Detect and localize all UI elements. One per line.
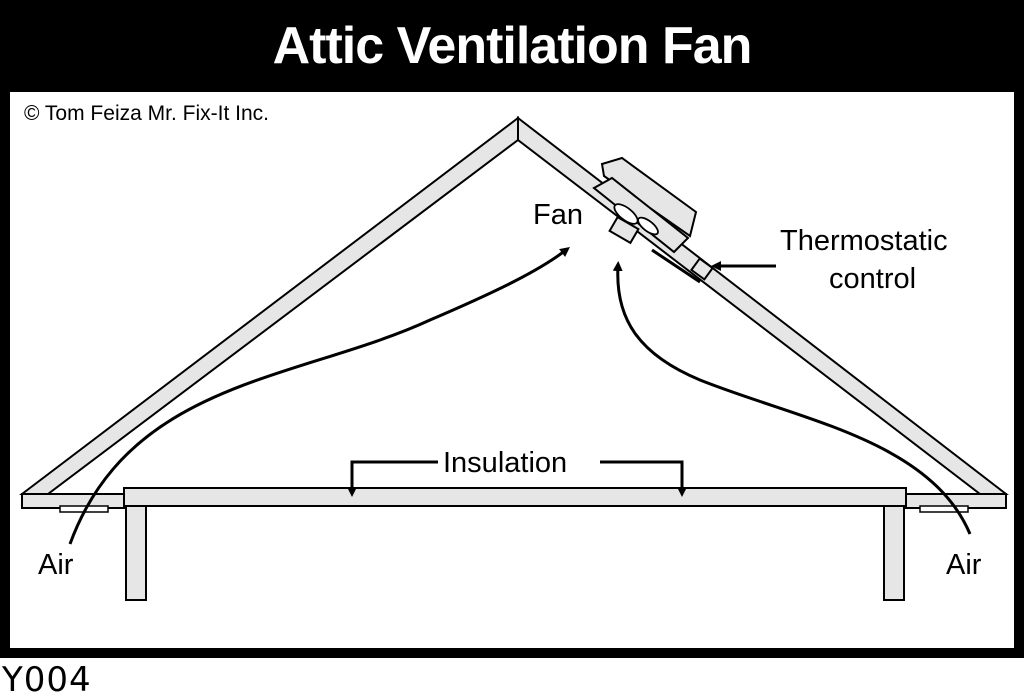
ceiling-insulation-layer	[123, 487, 907, 507]
air-label-right: Air	[946, 549, 982, 581]
wall-left	[125, 505, 147, 601]
fan-icon	[608, 203, 659, 245]
thermostatic-label: Thermostatic	[780, 225, 948, 257]
control-label: control	[829, 263, 916, 295]
wall-right	[883, 505, 905, 601]
diagram-code: Y004	[2, 660, 92, 700]
airflow-arrow-left	[68, 246, 570, 545]
fan-label: Fan	[533, 199, 583, 231]
insulation-arrow-left	[347, 460, 438, 497]
fan-hood	[600, 156, 698, 238]
insulation-label: Insulation	[443, 447, 567, 479]
copyright-notice: © Tom Feiza Mr. Fix-It Inc.	[24, 102, 269, 125]
air-label-left: Air	[38, 549, 74, 581]
insulation-arrow-right	[600, 460, 687, 497]
thermostat-icon	[651, 248, 714, 284]
roof-rafter-right	[517, 115, 1009, 495]
diagram-title: Attic Ventilation Fan	[272, 17, 753, 75]
soffit-vent-right	[919, 505, 969, 513]
airflow-arrow-right	[612, 261, 972, 535]
roof-rafter-left	[19, 115, 519, 495]
